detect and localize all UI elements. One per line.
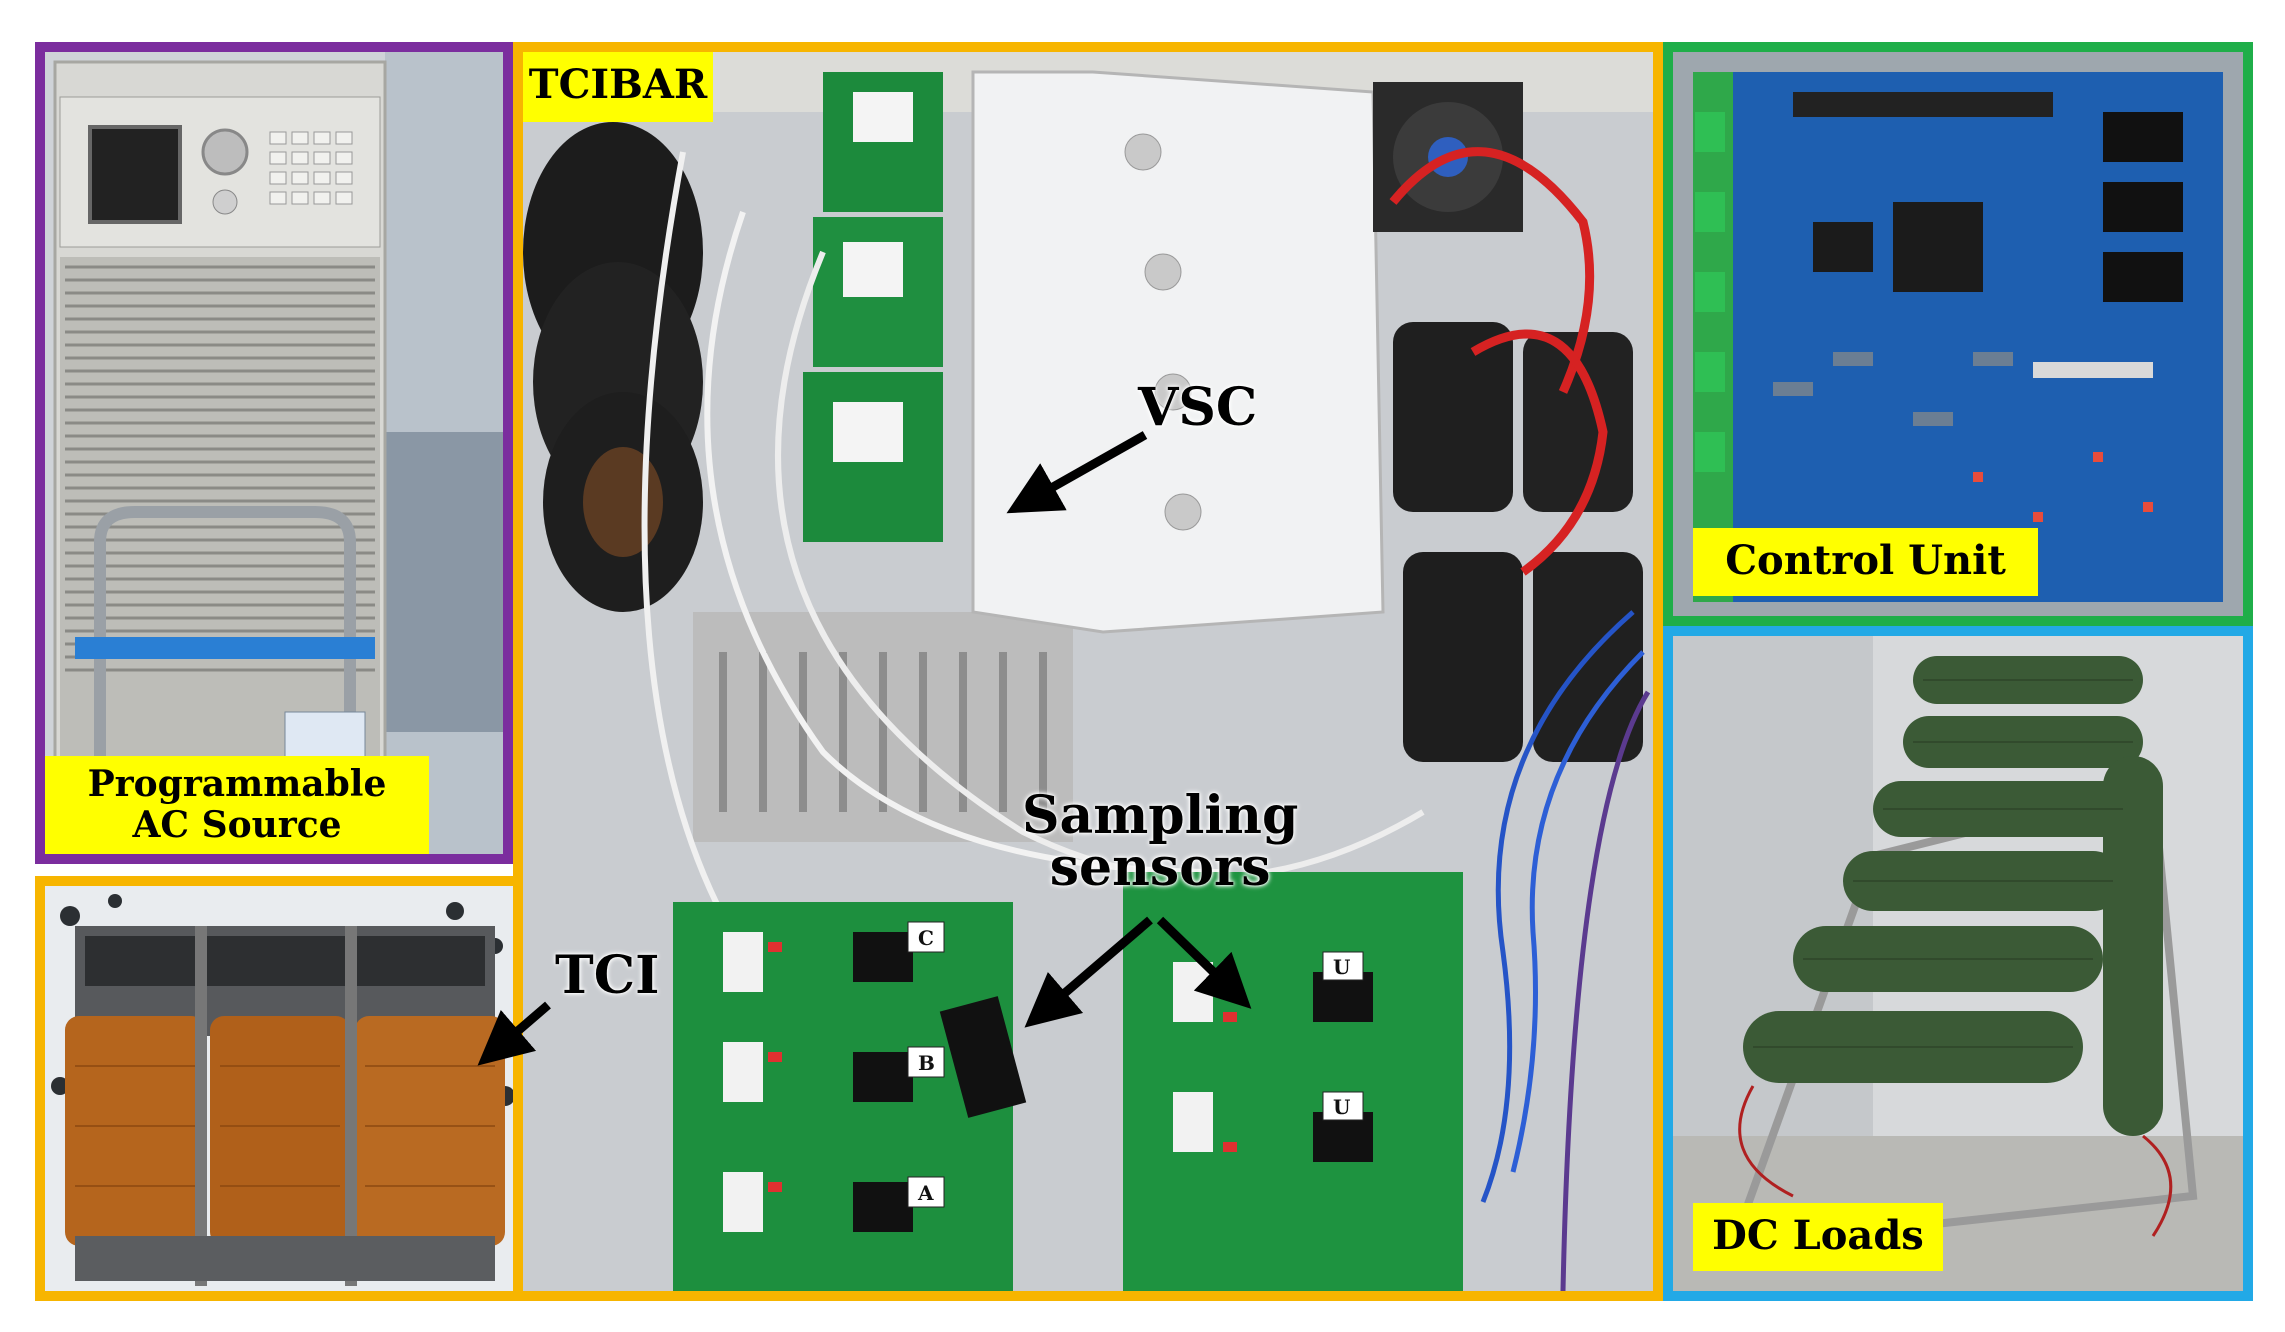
board-tag-a: A xyxy=(917,1181,934,1205)
sampling-callout-line2: sensors xyxy=(1049,837,1271,898)
sampling-callout-line1: Sampling xyxy=(1022,785,1299,846)
dc-loads-label: DC Loads xyxy=(1693,1203,1943,1271)
board-tag-u1: U xyxy=(1333,955,1350,979)
ac-source-label: Programmable AC Source xyxy=(45,756,429,854)
ac-source-label-line1: Programmable xyxy=(87,763,387,805)
tci-photo-panel xyxy=(35,876,529,1301)
tci-callout: TCI xyxy=(555,945,660,1006)
tcibar-photo: C B A U U xyxy=(523,52,1653,1291)
ac-source-label-line2: AC Source xyxy=(132,804,342,847)
dc-loads-photo-panel: DC Loads xyxy=(1663,626,2253,1301)
board-tag-u2: U xyxy=(1333,1095,1350,1119)
ac-source-photo xyxy=(45,52,503,854)
tci-transformer-photo xyxy=(45,886,519,1291)
tcibar-label: TCIBAR xyxy=(523,52,713,122)
ac-source-photo-panel: Programmable AC Source xyxy=(35,42,513,864)
dc-loads-photo xyxy=(1673,636,2243,1291)
control-unit-label: Control Unit xyxy=(1693,528,2038,596)
vsc-callout: VSC xyxy=(1138,377,1258,438)
board-tag-c: C xyxy=(918,926,934,950)
control-unit-photo xyxy=(1673,52,2243,616)
sampling-sensors-callout: Sampling sensors xyxy=(1022,790,1298,894)
tcibar-photo-panel: C B A U U TCIBAR xyxy=(513,42,1663,1301)
control-unit-photo-panel: Control Unit xyxy=(1663,42,2253,626)
board-tag-b: B xyxy=(918,1051,935,1075)
